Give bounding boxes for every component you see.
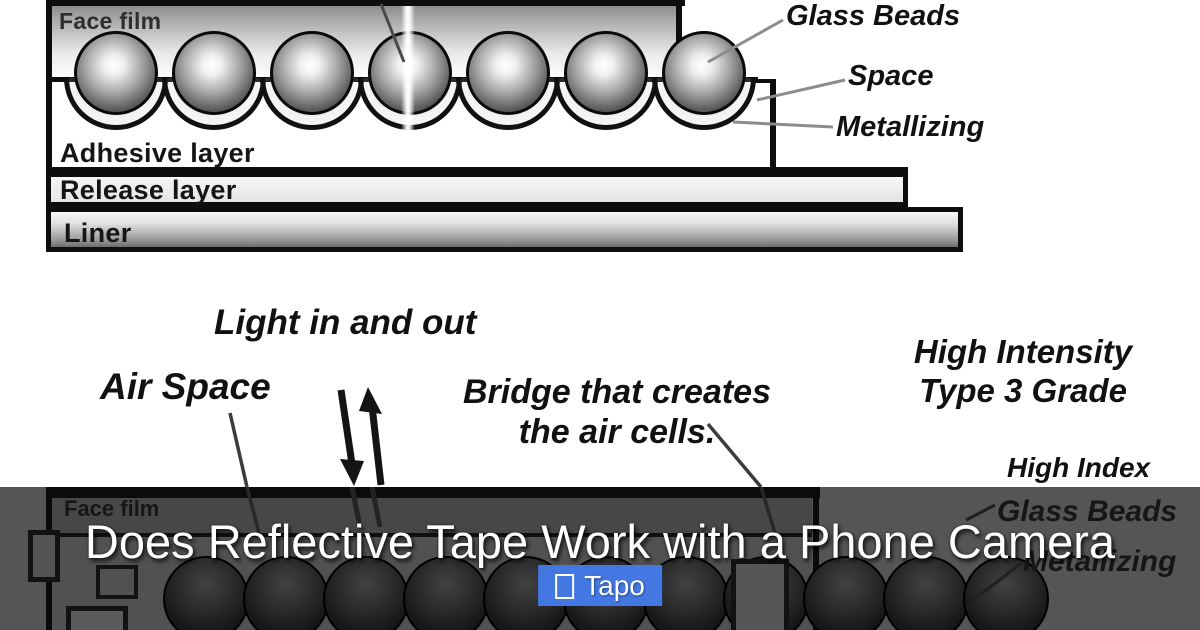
glass-beads-leader-stub xyxy=(965,503,996,522)
dark-glass-bead xyxy=(803,556,889,630)
up-arrowhead-icon xyxy=(359,387,382,414)
bridge-label-line1: Bridge that creates xyxy=(463,373,771,411)
box-border-left xyxy=(46,0,52,172)
light-up-arrow xyxy=(368,405,385,486)
air-cell-notch xyxy=(28,530,60,582)
bottom-face-film-layer xyxy=(52,497,812,537)
dark-glass-bead xyxy=(243,556,329,630)
arrow-cont xyxy=(349,487,363,528)
bridge-label: Bridge that creates the air cells. xyxy=(422,372,812,452)
glass-bead xyxy=(172,31,256,115)
space-leader xyxy=(756,78,846,102)
air-space-leader-cont xyxy=(245,487,261,534)
glass-beads-callout: Glass Beads xyxy=(786,0,961,32)
adhesive-border-bottom xyxy=(46,167,908,172)
bridge-leader xyxy=(706,422,763,487)
metallizing-leader-bottom xyxy=(972,561,1023,602)
glass-bead xyxy=(564,31,648,115)
glass-bead xyxy=(662,31,746,115)
arrow-cont xyxy=(369,487,383,528)
air-space-leader xyxy=(228,412,249,487)
grade-label-line2: Type 3 Grade xyxy=(919,371,1127,409)
light-down-arrow xyxy=(337,389,356,465)
glass-bead xyxy=(74,31,158,115)
light-ray-line xyxy=(379,3,406,63)
glass-bead xyxy=(270,31,354,115)
bottom-border-top xyxy=(46,487,820,498)
tapo-button-label: Tapo xyxy=(584,569,645,601)
bottom-metallizing-callout: Metallizing xyxy=(1023,545,1177,578)
down-arrowhead-icon xyxy=(340,459,364,486)
glass-beads-leader xyxy=(707,18,784,64)
liner-layer xyxy=(46,207,963,252)
light-in-out-label: Light in and out xyxy=(214,303,477,342)
grade-label-line1: High Intensity xyxy=(913,333,1133,370)
release-layer-label: Release layer xyxy=(60,175,237,205)
annotation-lines xyxy=(228,3,846,487)
liner-label: Liner xyxy=(64,218,132,248)
bottom-face-film-label: Face film xyxy=(64,496,160,521)
adhesive-layer-label: Adhesive layer xyxy=(60,138,255,168)
bottom-annotation-lines xyxy=(245,487,1023,602)
air-cell-notch xyxy=(66,606,128,630)
bottom-border-right xyxy=(813,487,819,630)
bridge-structure xyxy=(731,559,789,630)
bridge-label-line2: the air cells. xyxy=(518,413,716,452)
glass-bead xyxy=(466,31,550,115)
box-border-top xyxy=(46,0,685,6)
dark-glass-bead xyxy=(883,556,969,630)
face-film-label: Face film xyxy=(59,8,162,34)
bottom-glass-beads-callout: Glass Beads xyxy=(997,495,1178,528)
release-layer xyxy=(46,172,908,207)
light-ray-streak xyxy=(401,6,415,136)
bridge-leader-cont xyxy=(759,487,777,534)
air-cell-notch xyxy=(96,565,138,599)
tapo-button[interactable]: Tapo xyxy=(538,565,662,606)
step-tick xyxy=(754,79,776,83)
air-space-label: Air Space xyxy=(100,366,271,407)
metallizing-callout: Metallizing xyxy=(836,111,985,143)
adhesive-border-right xyxy=(770,82,776,172)
placeholder-box-icon xyxy=(555,574,575,599)
metallizing-leader xyxy=(732,120,834,129)
caption-overlay-band: Face film Glass Beads Metallizing xyxy=(0,487,1200,630)
dark-glass-bead xyxy=(963,556,1049,630)
grade-label: High Intensity Type 3 Grade xyxy=(863,333,1183,411)
space-callout: Space xyxy=(848,60,934,92)
high-index-label: High Index xyxy=(1007,452,1151,483)
page-title: Does Reflective Tape Work with a Phone C… xyxy=(84,515,1116,568)
